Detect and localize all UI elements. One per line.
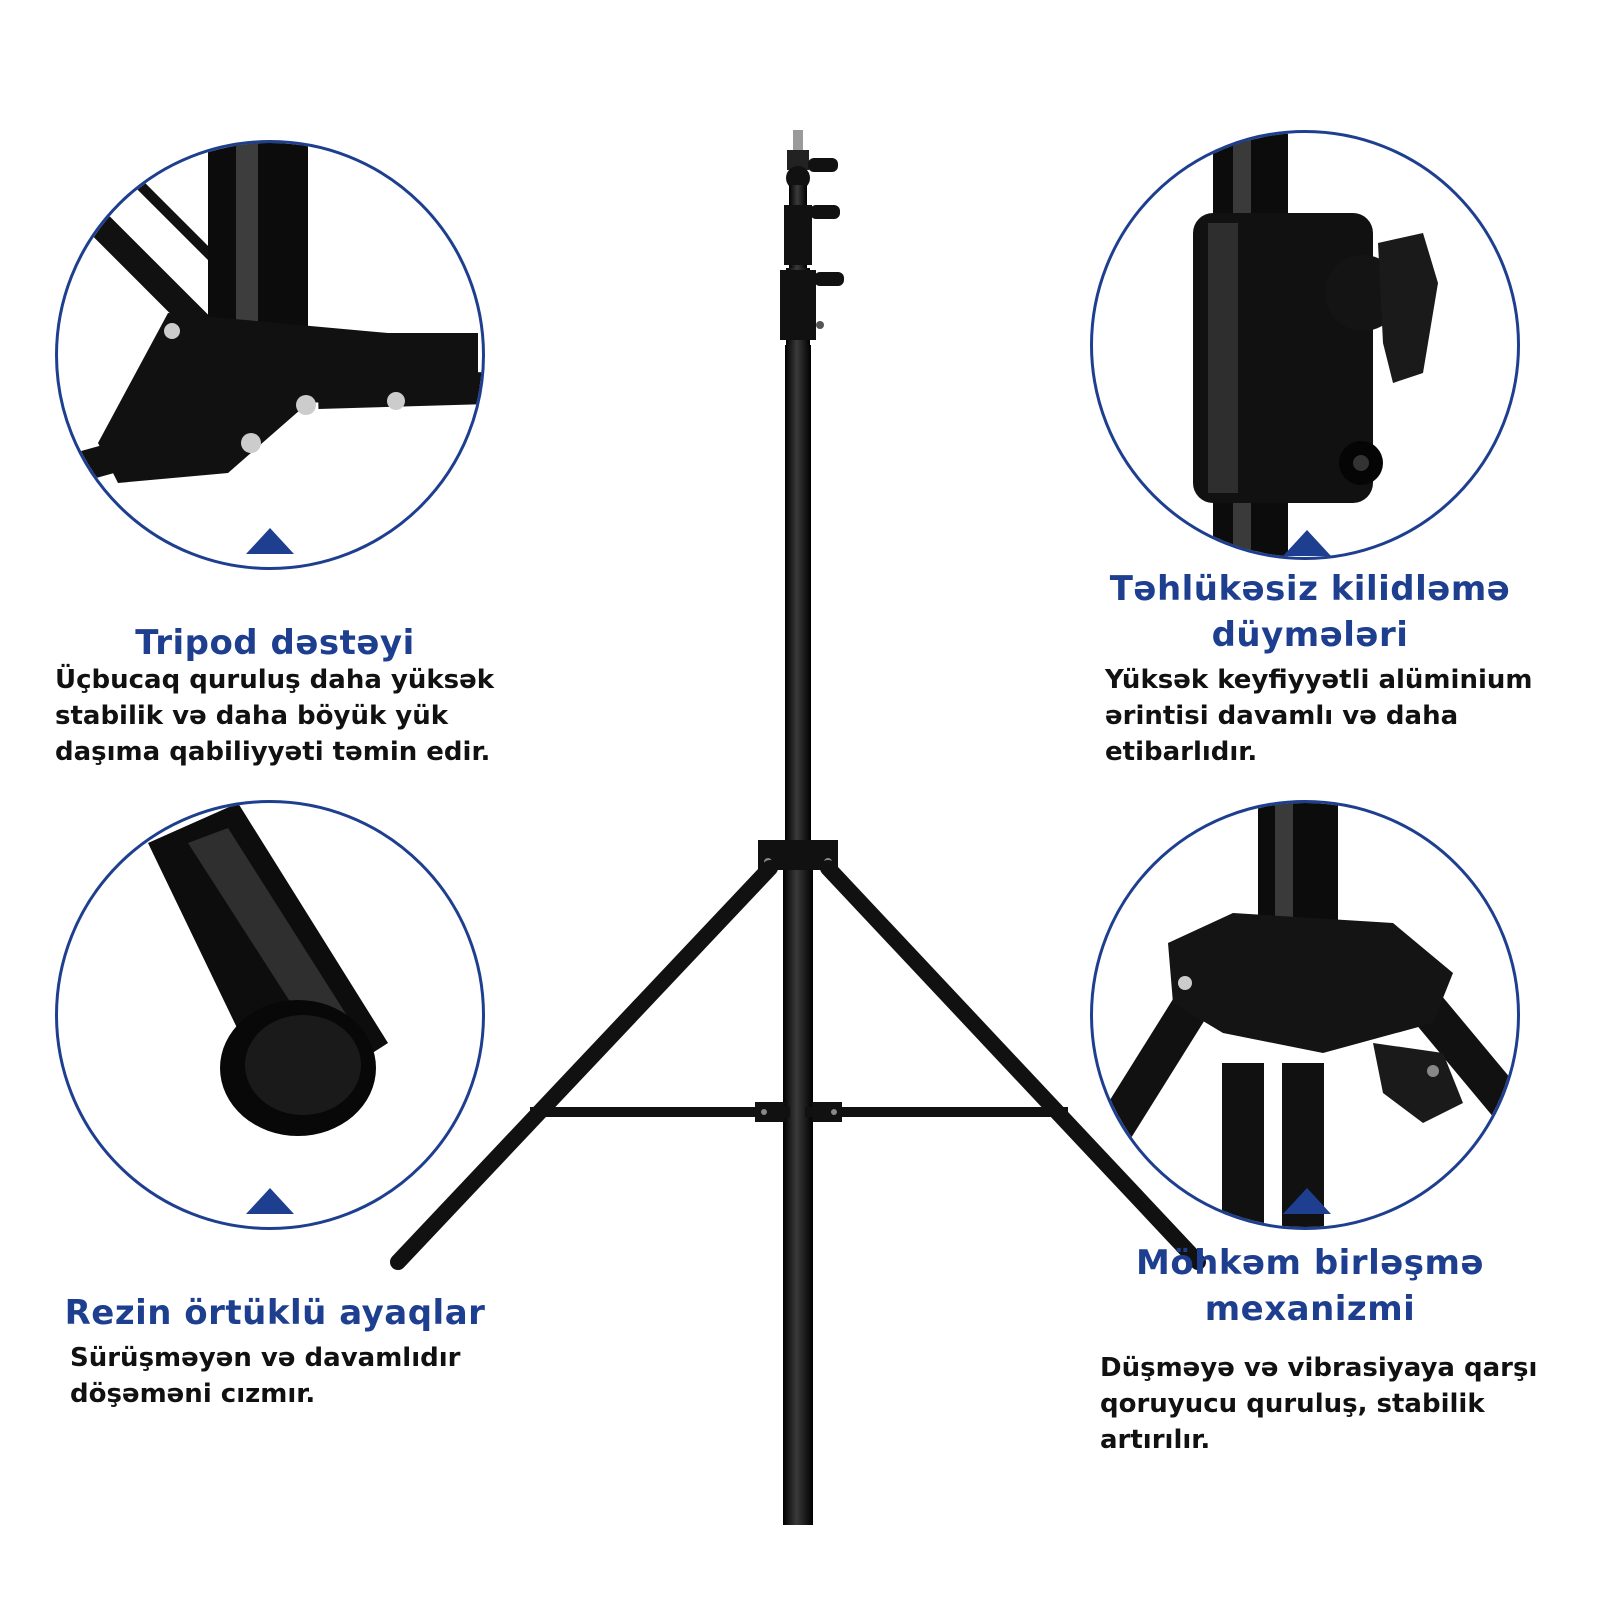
title-line: Təhlükəsiz kilidləmə [1109,569,1511,609]
feature-title-tripod-support: Tripod dəstəyi [135,623,415,663]
pointer-top-right [1283,530,1331,556]
description-line: Sürüşməyən və davamlıdır [70,1343,461,1373]
tripod-bracket-closeup [55,140,485,570]
feature-description-joint-mechanism: Düşməyə və vibrasiyaya qarşı qoruyucu qu… [1100,1350,1580,1458]
feature-description-tripod-support: Üçbucaq quruluş daha yüksək stabilik və … [55,662,535,770]
description-line: qoruyucu quruluş, stabilik [1100,1389,1485,1419]
rubber-foot-closeup [55,800,485,1230]
locking-knob-icon [1193,133,1438,557]
description-line: stabilik və daha böyük yük [55,701,449,731]
joint-mechanism-icon [1093,803,1517,1227]
description-line: artırılır. [1100,1425,1211,1455]
feature-description-locking-knobs: Yüksək keyfiyyətli alüminium ərintisi da… [1105,662,1585,770]
description-line: döşəməni cızmır. [70,1379,316,1409]
joint-mechanism-closeup [1090,800,1520,1230]
feature-title-rubber-feet: Rezin örtüklü ayaqlar [64,1293,486,1333]
pointer-bottom-left [246,1188,294,1214]
tripod-bracket-icon [58,143,482,488]
description-line: Düşməyə və vibrasiyaya qarşı [1100,1353,1538,1383]
description-line: Üçbucaq quruluş daha yüksək [55,665,495,695]
rubber-foot-icon [148,803,388,1136]
pointer-bottom-right [1283,1188,1331,1214]
locking-knob-closeup [1090,130,1520,560]
description-line: ərintisi davamlı və daha [1105,701,1459,731]
description-line: daşıma qabiliyyəti təmin edir. [55,737,491,767]
feature-title-joint-mechanism: Möhkəm birləşmə mexanizmi [1080,1240,1540,1332]
description-line: etibarlıdır. [1105,737,1258,767]
description-line: Yüksək keyfiyyətli alüminium [1105,665,1533,695]
title-line: Möhkəm birləşmə [1135,1243,1485,1283]
feature-title-locking-knobs: Təhlükəsiz kilidləmə düymələri [1080,566,1540,658]
pointer-top-left [246,528,294,554]
title-line: mexanizmi [1204,1289,1416,1329]
feature-description-rubber-feet: Sürüşməyən və davamlıdır döşəməni cızmır… [70,1340,530,1412]
title-line: düymələri [1211,615,1409,655]
